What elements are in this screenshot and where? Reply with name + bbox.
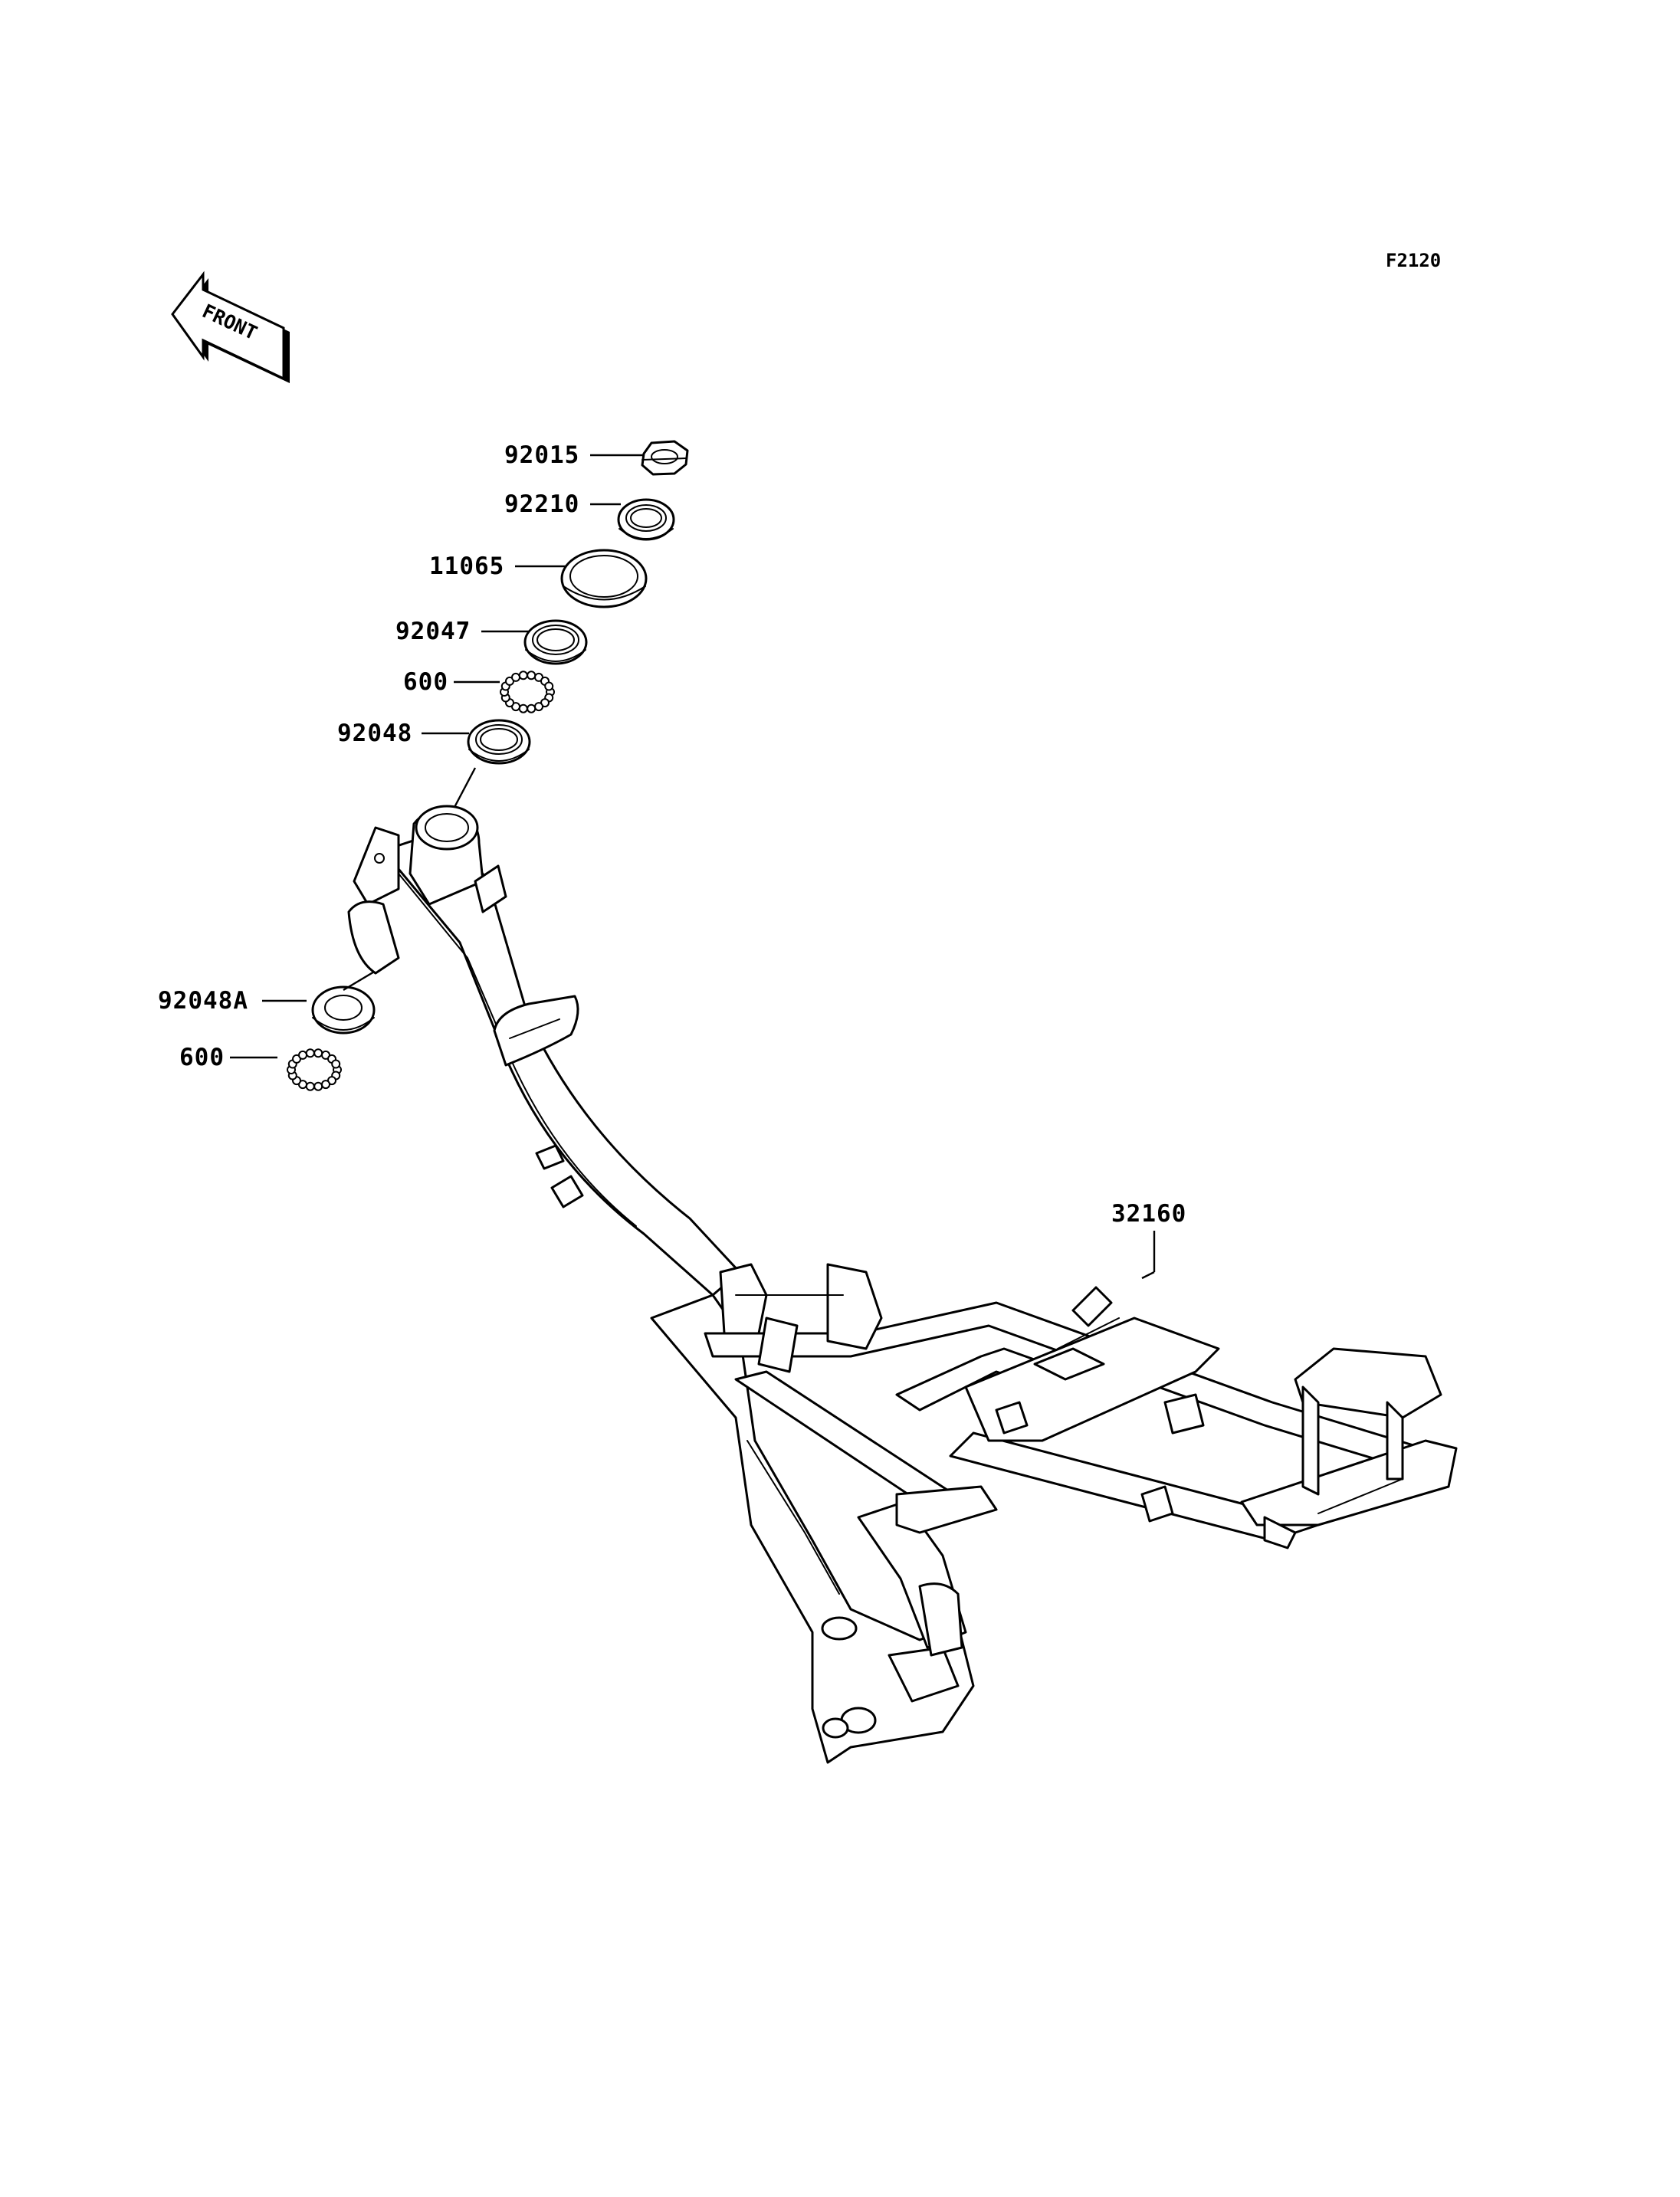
cap-icon [560,549,648,608]
part-label-600-upper[interactable]: 600 [403,668,500,696]
part-label-11065[interactable]: 11065 [429,553,575,580]
locknut-icon [617,498,675,541]
part-number: 600 [403,668,448,696]
part-number: 11065 [429,553,504,580]
part-label-92015[interactable]: 92015 [504,441,645,469]
inner-race-icon [467,719,531,765]
part-number: 92047 [395,618,471,645]
part-label-92047[interactable]: 92047 [395,618,529,645]
part-number: 600 [179,1044,225,1071]
frame-assembly[interactable] [347,805,1458,1764]
outer-race-upper-icon [523,619,588,665]
front-arrow-icon: FRONT [171,271,290,383]
part-number: 32160 [1111,1200,1186,1228]
ball-bearing-upper-icon [500,671,555,713]
part-label-600-lower[interactable]: 600 [179,1044,277,1071]
part-label-32160[interactable]: 32160 [1111,1200,1186,1272]
part-number: 92048 [337,720,412,747]
part-label-92210[interactable]: 92210 [504,490,621,518]
steering-stem-nut-icon [641,440,689,476]
figure-code: F2120 [1386,250,1441,271]
lower-race-icon [311,985,376,1035]
part-label-92048A[interactable]: 92048A [158,987,307,1015]
part-number: 92015 [504,441,579,469]
part-number: 92210 [504,490,579,518]
part-label-92048[interactable]: 92048 [337,720,469,747]
part-number: 92048A [158,987,248,1015]
ball-bearing-lower-icon [287,1048,342,1091]
